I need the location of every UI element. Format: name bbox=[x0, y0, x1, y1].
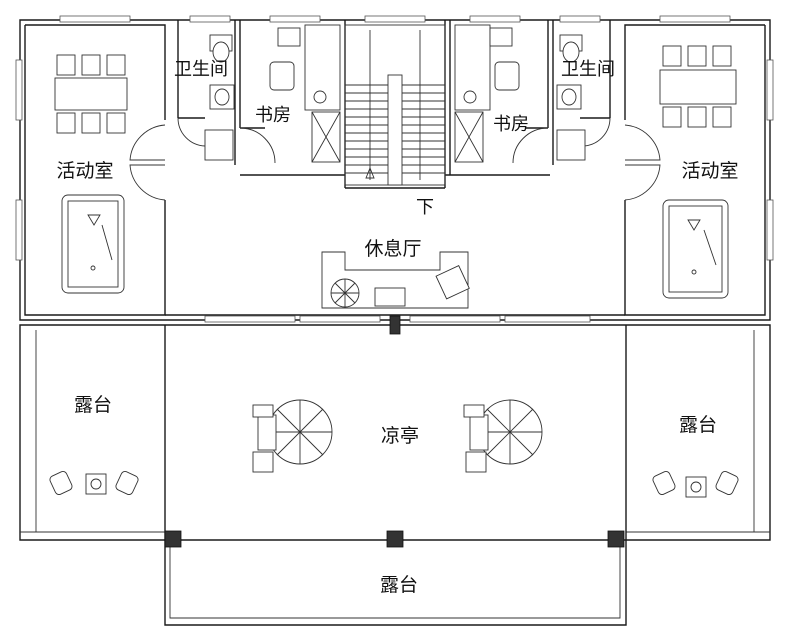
label-bathroom-right: 卫生间 bbox=[561, 59, 615, 80]
dining-table-left bbox=[54, 54, 128, 134]
doors bbox=[129, 117, 661, 201]
umbrella-right bbox=[463, 399, 543, 473]
billiard-table-left bbox=[61, 194, 125, 294]
study-desk-left bbox=[269, 24, 341, 163]
interior-walls bbox=[24, 20, 766, 316]
bathroom-fixtures-right bbox=[556, 34, 586, 161]
study-desk-right bbox=[454, 24, 520, 163]
label-study-right: 书房 bbox=[493, 114, 529, 135]
windows bbox=[15, 15, 774, 323]
columns bbox=[164, 530, 625, 548]
label-terrace-left: 露台 bbox=[74, 394, 112, 416]
label-bathroom-left: 卫生间 bbox=[174, 59, 228, 80]
label-activity-room-right: 活动室 bbox=[681, 160, 738, 182]
lounge-sofa bbox=[321, 251, 470, 309]
umbrella-left bbox=[252, 399, 333, 473]
label-activity-room-left: 活动室 bbox=[56, 160, 113, 182]
label-study-left: 书房 bbox=[255, 105, 291, 126]
label-stair-down: 下 bbox=[416, 197, 434, 218]
room-labels: 活动室 活动室 卫生间 卫生间 书房 书房 下 休息厅 露台 露台 凉亭 露台 bbox=[56, 59, 738, 596]
label-pavilion: 凉亭 bbox=[381, 425, 419, 447]
label-lounge: 休息厅 bbox=[364, 238, 421, 260]
terrace-set-right bbox=[652, 470, 739, 498]
label-terrace-right: 露台 bbox=[679, 414, 717, 436]
billiard-table-right bbox=[662, 199, 729, 299]
column-marker bbox=[389, 315, 401, 335]
staircase bbox=[344, 24, 446, 186]
bathroom-fixtures-left bbox=[204, 34, 235, 161]
label-terrace-bottom: 露台 bbox=[380, 574, 418, 596]
terrace-set-left bbox=[49, 470, 139, 496]
dining-table-right bbox=[659, 45, 737, 128]
